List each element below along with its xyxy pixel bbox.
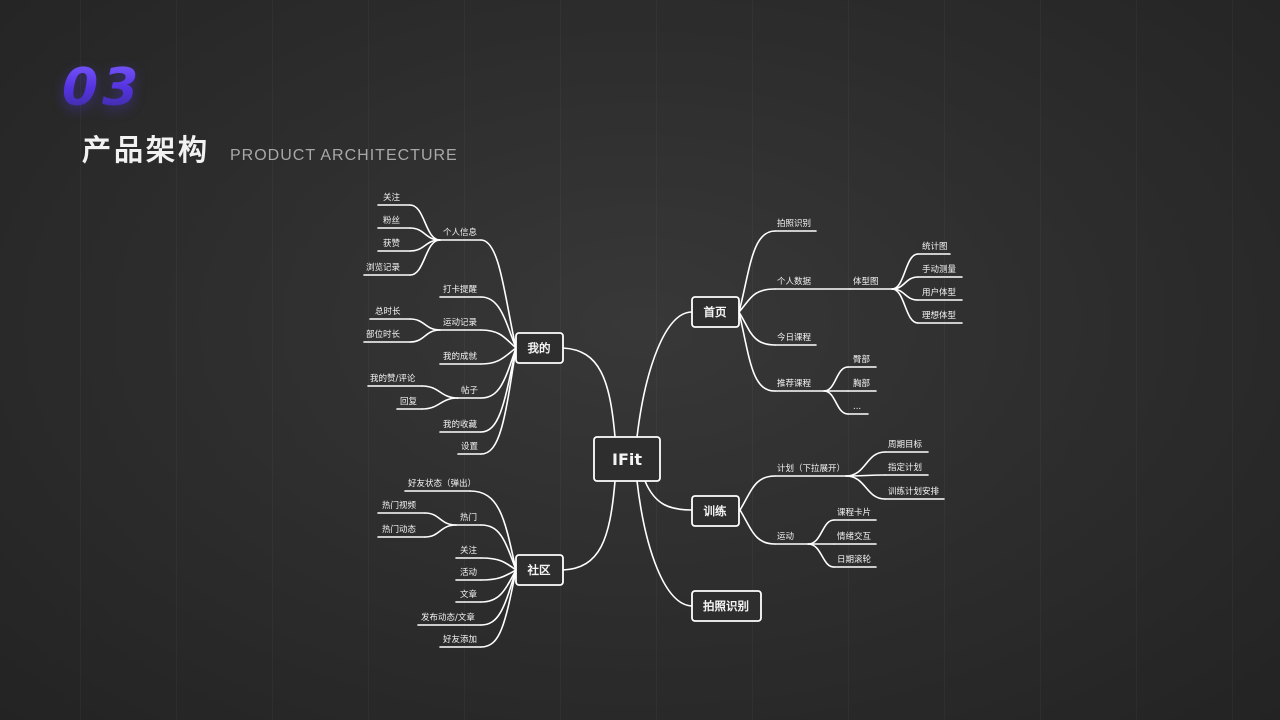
node-xunlian-box [691, 495, 740, 527]
node-huodong: 活动 [460, 567, 478, 578]
node-liulanjilu: 浏览记录 [366, 262, 401, 273]
node-more: ... [853, 402, 861, 412]
node-remenshipin: 热门视频 [382, 500, 417, 511]
node-fensi: 粉丝 [383, 215, 401, 226]
center-node-box [593, 436, 661, 482]
node-yundongjilu: 运动记录 [443, 317, 478, 328]
node-gerenshuju: 个人数据 [777, 276, 812, 287]
node-gerenxinxi: 个人信息 [443, 227, 478, 238]
node-xunlian-label: 训练 [704, 504, 727, 518]
node-shouye-label: 首页 [704, 305, 727, 319]
node-tiezi: 帖子 [461, 385, 479, 396]
node-remen: 热门 [460, 512, 477, 523]
section-number: 03 [62, 58, 143, 118]
node-haoyouzhuangtai: 好友状态（弹出） [408, 478, 476, 489]
node-lixiangtixing: 理想体型 [922, 310, 957, 321]
node-xunlianjihuaanpai: 训练计划安排 [888, 486, 940, 497]
node-shouye-box [691, 296, 740, 328]
node-huifu: 回复 [400, 396, 418, 407]
node-shequ-label: 社区 [527, 563, 551, 577]
node-fabudongtai: 发布动态/文章 [421, 612, 475, 623]
node-tuijiankecheng: 推荐课程 [777, 378, 812, 389]
node-xiongbu: 胸部 [853, 378, 871, 389]
node-remendongtai: 热门动态 [382, 524, 417, 535]
page-subtitle: PRODUCT ARCHITECTURE [230, 147, 458, 164]
node-zhouqimubiao: 周期目标 [888, 439, 923, 450]
node-riqigunlun: 日期滚轮 [837, 554, 872, 565]
node-shequ-box [515, 554, 564, 586]
node-zhidingjihua: 指定计划 [888, 462, 922, 473]
node-shoudongceliang: 手动测量 [922, 264, 957, 275]
node-yundong: 运动 [777, 531, 795, 542]
node-tixingtu: 体型图 [853, 276, 879, 287]
node-wenzhang: 文章 [460, 589, 478, 600]
node-tunbu: 臀部 [853, 354, 871, 365]
node-wodezan: 我的赞/评论 [370, 373, 416, 384]
node-paizhao-box [691, 590, 762, 622]
node-paizhao-label: 拍照识别 [703, 599, 749, 613]
node-wodeshoucang: 我的收藏 [443, 419, 478, 430]
node-dakatixing: 打卡提醒 [443, 284, 478, 295]
center-node-label: IFit [612, 450, 642, 469]
node-wodechengjiu: 我的成就 [443, 351, 478, 362]
node-guanzhu-1: 关注 [383, 192, 401, 203]
node-qingxujiaohu: 情绪交互 [837, 531, 872, 542]
node-guanzhu-2: 关注 [460, 545, 478, 556]
node-paizhaoshibie-small: 拍照识别 [777, 218, 811, 229]
page-title: 产品架构 [82, 133, 211, 167]
node-shezhi: 设置 [461, 441, 479, 452]
node-jihua: 计划（下拉展开） [777, 463, 845, 474]
node-jinrikecheng: 今日课程 [777, 332, 812, 343]
node-tongjitu: 统计图 [922, 241, 948, 252]
node-kechengkapian: 课程卡片 [837, 507, 871, 518]
node-wode-label: 我的 [528, 341, 551, 355]
node-huozan: 获赞 [383, 238, 401, 249]
node-zongshichang: 总时长 [375, 306, 401, 317]
node-haoyoutianjia: 好友添加 [443, 634, 477, 645]
node-buweishichang: 部位时长 [366, 329, 401, 340]
node-yonghutixing: 用户体型 [922, 287, 957, 298]
node-wode-box [515, 332, 564, 364]
